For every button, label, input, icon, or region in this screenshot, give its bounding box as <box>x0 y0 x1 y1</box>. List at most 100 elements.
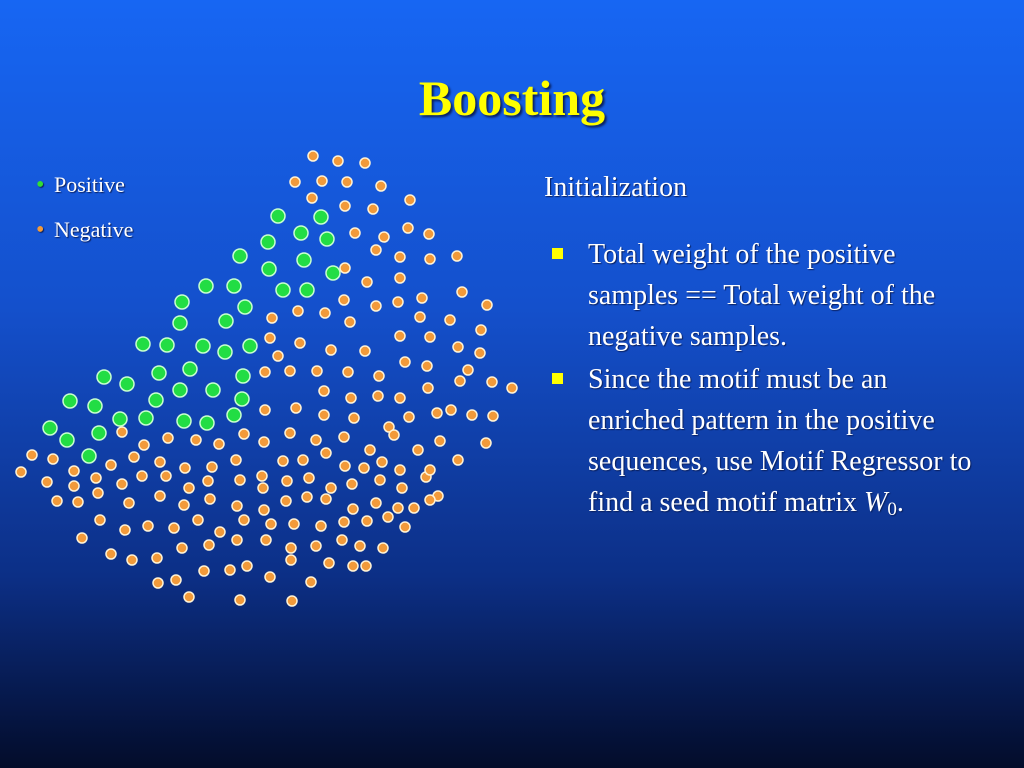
positive-sample-dot <box>182 361 198 377</box>
negative-sample-dot <box>348 412 360 424</box>
negative-sample-dot <box>116 478 128 490</box>
negative-sample-dot <box>176 542 188 554</box>
negative-sample-dot <box>392 502 404 514</box>
negative-sample-dot <box>151 552 163 564</box>
positive-sample-dot <box>138 410 154 426</box>
negative-sample-dot <box>376 456 388 468</box>
negative-sample-dot <box>399 521 411 533</box>
negative-sample-dot <box>310 540 322 552</box>
positive-sample-dot <box>42 420 58 436</box>
positive-bullet-icon: • <box>36 172 45 198</box>
negative-sample-dot <box>320 447 332 459</box>
negative-sample-dot <box>154 456 166 468</box>
negative-sample-dot <box>319 307 331 319</box>
negative-sample-dot <box>231 534 243 546</box>
negative-sample-dot <box>47 453 59 465</box>
matrix-variable: W <box>864 487 888 518</box>
negative-sample-dot <box>341 176 353 188</box>
negative-sample-dot <box>404 194 416 206</box>
negative-sample-dot <box>284 365 296 377</box>
positive-sample-dot <box>135 336 151 352</box>
negative-sample-dot <box>339 200 351 212</box>
negative-sample-dot <box>316 175 328 187</box>
section-subheading: Initialization <box>544 172 688 203</box>
negative-sample-dot <box>318 385 330 397</box>
negative-sample-dot <box>392 296 404 308</box>
negative-sample-dot <box>487 410 499 422</box>
positive-sample-dot <box>62 393 78 409</box>
negative-sample-dot <box>382 511 394 523</box>
legend: • Positive • Negative <box>36 170 133 260</box>
negative-bullet-icon: • <box>36 217 45 243</box>
legend-label-positive: Positive <box>54 172 125 197</box>
negative-sample-dot <box>388 429 400 441</box>
negative-sample-dot <box>358 462 370 474</box>
negative-sample-dot <box>264 571 276 583</box>
negative-sample-dot <box>76 532 88 544</box>
positive-sample-dot <box>195 338 211 354</box>
positive-sample-dot <box>325 265 341 281</box>
negative-sample-dot <box>480 437 492 449</box>
positive-sample-dot <box>296 252 312 268</box>
negative-sample-dot <box>506 382 518 394</box>
negative-sample-dot <box>360 560 372 572</box>
negative-sample-dot <box>214 526 226 538</box>
positive-sample-dot <box>234 391 250 407</box>
positive-sample-dot <box>151 365 167 381</box>
negative-sample-dot <box>123 497 135 509</box>
negative-sample-dot <box>116 426 128 438</box>
legend-item-negative: • Negative <box>36 215 133 245</box>
negative-sample-dot <box>315 520 327 532</box>
square-bullet-icon <box>552 373 563 384</box>
positive-sample-dot <box>237 299 253 315</box>
negative-sample-dot <box>396 482 408 494</box>
positive-sample-dot <box>226 407 242 423</box>
negative-sample-dot <box>345 392 357 404</box>
positive-sample-dot <box>199 415 215 431</box>
positive-sample-dot <box>299 282 315 298</box>
negative-sample-dot <box>323 557 335 569</box>
positive-sample-dot <box>319 231 335 247</box>
negative-sample-dot <box>466 409 478 421</box>
negative-sample-dot <box>288 518 300 530</box>
positive-sample-dot <box>242 338 258 354</box>
negative-sample-dot <box>456 286 468 298</box>
negative-sample-dot <box>394 392 406 404</box>
negative-sample-dot <box>416 292 428 304</box>
positive-sample-dot <box>260 234 276 250</box>
negative-sample-dot <box>408 502 420 514</box>
negative-sample-dot <box>402 222 414 234</box>
negative-sample-dot <box>41 476 53 488</box>
negative-sample-dot <box>307 150 319 162</box>
negative-sample-dot <box>258 436 270 448</box>
negative-sample-dot <box>206 461 218 473</box>
positive-sample-dot <box>275 282 291 298</box>
negative-sample-dot <box>266 312 278 324</box>
negative-sample-dot <box>15 466 27 478</box>
bullet-item: Since the motif must be an enriched patt… <box>548 359 988 530</box>
negative-sample-dot <box>203 539 215 551</box>
negative-sample-dot <box>234 594 246 606</box>
positive-sample-dot <box>218 313 234 329</box>
negative-sample-dot <box>264 332 276 344</box>
negative-sample-dot <box>198 565 210 577</box>
positive-sample-dot <box>119 376 135 392</box>
positive-sample-dot <box>112 411 128 427</box>
positive-sample-dot <box>148 392 164 408</box>
negative-sample-dot <box>284 427 296 439</box>
positive-sample-dot <box>172 382 188 398</box>
negative-sample-dot <box>354 540 366 552</box>
negative-sample-dot <box>344 316 356 328</box>
negative-sample-dot <box>154 490 166 502</box>
negative-sample-dot <box>361 276 373 288</box>
negative-sample-dot <box>424 331 436 343</box>
negative-sample-dot <box>338 431 350 443</box>
negative-sample-dot <box>474 347 486 359</box>
negative-sample-dot <box>260 534 272 546</box>
negative-sample-dot <box>259 366 271 378</box>
bullet-text: Total weight of the positive samples == … <box>588 239 936 352</box>
negative-sample-dot <box>94 514 106 526</box>
negative-sample-dot <box>336 534 348 546</box>
negative-sample-dot <box>92 487 104 499</box>
bullet-item: Total weight of the positive samples == … <box>548 234 988 357</box>
